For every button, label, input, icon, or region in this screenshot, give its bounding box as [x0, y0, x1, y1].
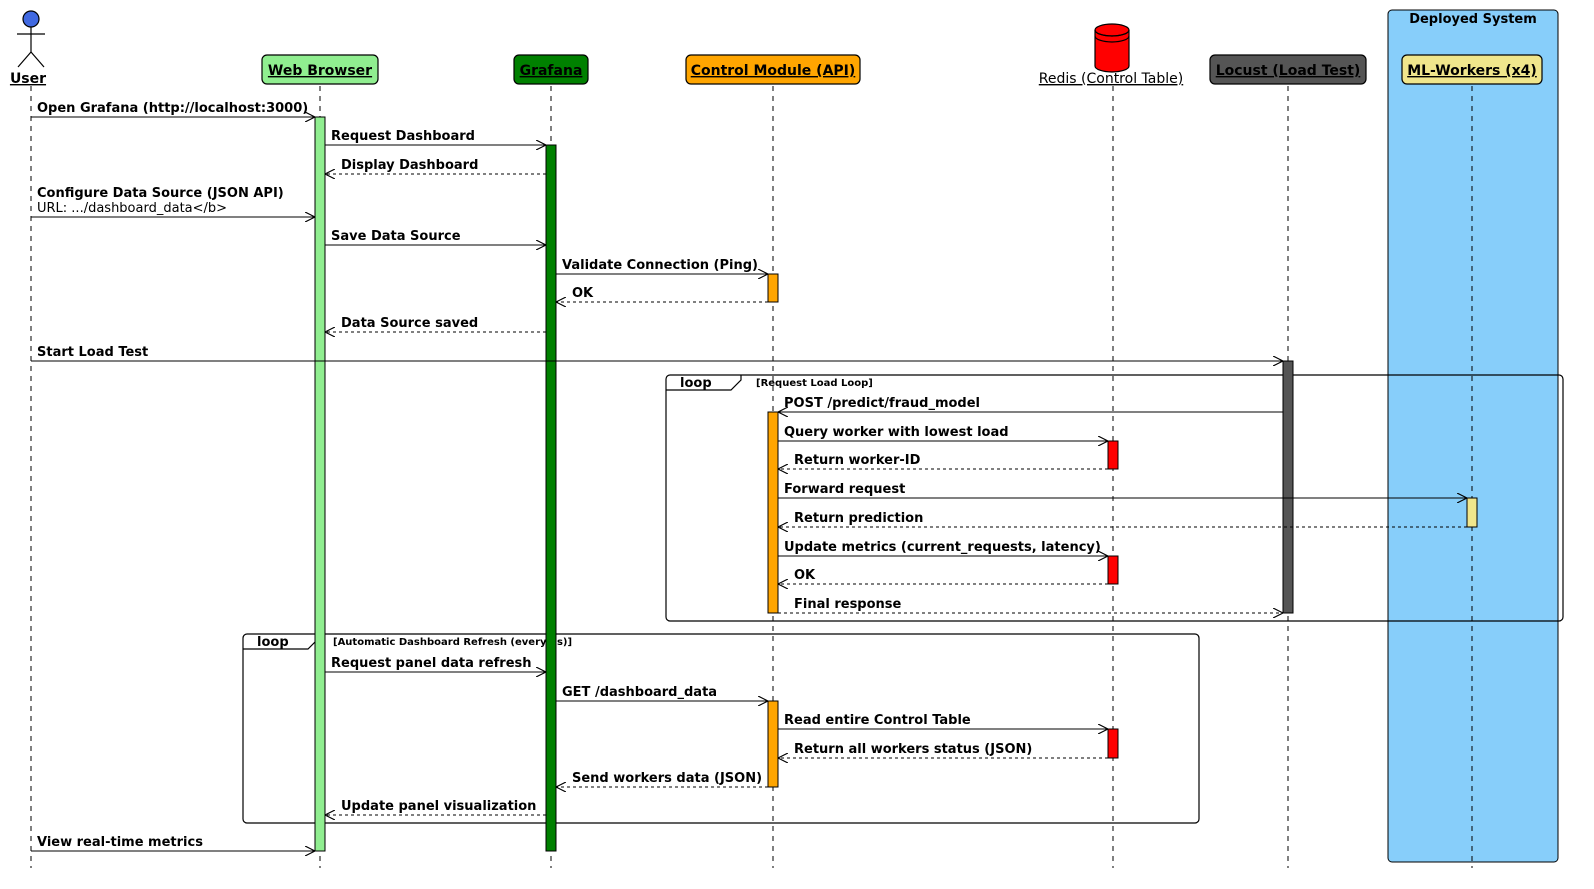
message-label: Configure Data Source (JSON API)	[37, 186, 284, 201]
message-label: Data Source saved	[341, 316, 478, 331]
activation-bar-browser	[314, 116, 326, 852]
message-label: Update metrics (current_requests, latenc…	[784, 540, 1101, 555]
message-arrow: Start Load Test	[31, 345, 1283, 361]
message-label: Forward request	[784, 482, 905, 497]
message-arrow: Open Grafana (http://localhost:3000)	[31, 101, 315, 117]
message-arrow: OK	[556, 286, 768, 302]
participant-box	[513, 54, 589, 85]
message-label: Display Dashboard	[341, 158, 478, 173]
activation-bar-control	[767, 411, 779, 614]
message-label: View real-time metrics	[37, 835, 203, 850]
activation-bar-grafana	[545, 144, 557, 852]
participant-user: User	[10, 10, 46, 87]
participant-box	[261, 54, 379, 85]
message-arrow: Request panel data refresh	[325, 656, 546, 672]
message-label: Return all workers status (JSON)	[794, 742, 1032, 757]
message-label: Return worker-ID	[794, 453, 921, 468]
participant-grafana: Grafana	[513, 54, 589, 85]
participant-heads-layer: User Web Browser Grafana Control Module (AP…	[10, 10, 1543, 87]
message-label: OK	[794, 568, 816, 583]
activation-bar-control	[767, 273, 779, 303]
participant-browser: Web Browser	[261, 54, 379, 85]
message-arrow: Return prediction	[778, 511, 1467, 527]
participant-box	[1209, 54, 1367, 85]
message-label: Return prediction	[794, 511, 923, 526]
message-label: Request panel data refresh	[331, 656, 532, 671]
loop-frame: loop [Request Load Loop]	[665, 374, 1564, 622]
message-arrow: Return worker-ID	[778, 453, 1108, 469]
message-arrow: Read entire Control Table	[778, 713, 1108, 729]
activation-bar-workers	[1466, 497, 1478, 528]
message-sublabel: URL: .../dashboard_data</b>	[37, 201, 227, 216]
activation-bar-locust	[1282, 360, 1294, 614]
message-arrow: GET /dashboard_data	[556, 685, 768, 701]
deployed-system-title: Deployed System	[1409, 12, 1537, 27]
message-label: Open Grafana (http://localhost:3000)	[37, 101, 308, 116]
participant-locust: Locust (Load Test)	[1209, 54, 1367, 85]
message-arrow: Request Dashboard	[325, 129, 546, 145]
message-arrow: Update metrics (current_requests, latenc…	[778, 540, 1108, 556]
message-label: OK	[572, 286, 594, 301]
loop-condition: [Request Load Loop]	[756, 378, 873, 389]
message-label: Update panel visualization	[341, 799, 536, 814]
participant-workers: ML-Workers (x4)	[1401, 54, 1543, 85]
participant-redis: Redis (Control Table)	[1039, 23, 1183, 87]
message-label: Read entire Control Table	[784, 713, 971, 728]
message-label: Save Data Source	[331, 229, 461, 244]
activation-bar-redis	[1107, 728, 1119, 759]
message-arrow: Forward request	[778, 482, 1467, 498]
activations-layer	[314, 116, 1478, 852]
participant-label: ML-Workers (x4)	[1407, 63, 1537, 79]
message-arrow: OK	[778, 568, 1108, 584]
loop-keyword: loop	[257, 635, 289, 650]
message-arrow: Configure Data Source (JSON API)URL: ...…	[31, 186, 315, 217]
actor-icon	[22, 10, 40, 28]
message-arrow: Query worker with lowest load	[778, 425, 1108, 441]
message-label: Request Dashboard	[331, 129, 475, 144]
participant-label: Locust (Load Test)	[1216, 63, 1361, 79]
message-label: GET /dashboard_data	[562, 685, 717, 700]
participant-box	[685, 54, 861, 85]
messages-layer: Open Grafana (http://localhost:3000) Requ…	[31, 101, 1467, 851]
participant-label: User	[10, 71, 46, 87]
participant-label: Grafana	[520, 63, 583, 79]
message-arrow: Display Dashboard	[325, 158, 546, 174]
participant-label: Web Browser	[268, 63, 372, 79]
message-arrow: Save Data Source	[325, 229, 546, 245]
message-arrow: Validate Connection (Ping)	[556, 258, 768, 274]
loop-keyword: loop	[680, 376, 712, 391]
participant-box	[1401, 54, 1543, 85]
message-arrow: POST /predict/fraud_model	[778, 396, 1283, 412]
message-arrow: Return all workers status (JSON)	[778, 742, 1108, 758]
activation-bar-redis	[1107, 555, 1119, 585]
message-arrow: View real-time metrics	[31, 835, 315, 851]
message-label: POST /predict/fraud_model	[784, 396, 980, 411]
box-layer: Deployed System	[1387, 9, 1559, 863]
deployed-system-box	[1387, 9, 1559, 863]
activation-bar-control	[767, 700, 779, 788]
participant-label: Control Module (API)	[691, 63, 856, 79]
message-label: Query worker with lowest load	[784, 425, 1009, 440]
activation-bar-redis	[1107, 440, 1119, 470]
message-label: Send workers data (JSON)	[572, 771, 762, 786]
message-arrow: Send workers data (JSON)	[556, 771, 768, 787]
message-arrow: Data Source saved	[325, 316, 546, 332]
message-label: Final response	[794, 597, 902, 612]
database-icon	[1094, 30, 1130, 73]
message-arrow: Final response	[778, 597, 1283, 613]
message-arrow: Update panel visualization	[325, 799, 546, 815]
loop-condition: [Automatic Dashboard Refresh (every 5s)]	[333, 637, 572, 648]
message-label: Validate Connection (Ping)	[562, 258, 758, 273]
message-label: Start Load Test	[37, 345, 148, 360]
participant-control: Control Module (API)	[685, 54, 861, 85]
participant-label: Redis (Control Table)	[1039, 71, 1183, 87]
lifelines-layer	[30, 86, 1473, 868]
